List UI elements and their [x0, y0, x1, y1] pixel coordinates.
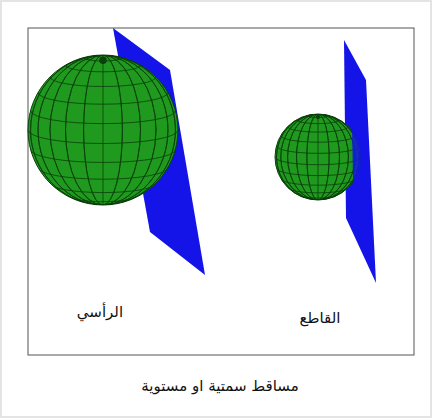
pole: [316, 115, 320, 119]
meridian-line: [281, 114, 355, 200]
meridian-line: [297, 114, 340, 200]
globe-grid: [28, 55, 178, 206]
meridian-line: [307, 114, 329, 200]
pole: [99, 57, 107, 65]
frame: [28, 28, 414, 355]
meridian-line: [31, 55, 176, 205]
meridian-line: [38, 55, 168, 205]
meridian-line: [66, 55, 141, 205]
meridian-line: [276, 114, 359, 200]
meridian-line: [50, 55, 156, 205]
meridian-line: [288, 114, 349, 200]
meridian-line: [50, 55, 156, 205]
meridian-line: [38, 55, 168, 205]
meridian-line: [318, 114, 319, 200]
secant-plane-cut: [352, 128, 363, 196]
meridian-line: [297, 114, 340, 200]
projection-label: القاطع: [300, 309, 341, 327]
meridian-line: [84, 55, 123, 205]
globe-tangent: [28, 55, 178, 205]
meridian-line: [276, 114, 359, 200]
projection-label: الرأسي: [77, 303, 123, 321]
caption: مساقط سمتية او مستوية: [141, 377, 298, 395]
meridian-line: [281, 114, 355, 200]
meridian-line: [66, 55, 141, 205]
meridian-line: [103, 55, 104, 205]
meridian-line: [31, 55, 176, 205]
meridian-line: [307, 114, 329, 200]
globe-secant: [275, 114, 361, 200]
globe-grid: [275, 114, 361, 201]
meridian-line: [84, 55, 123, 205]
meridian-line: [288, 114, 349, 200]
